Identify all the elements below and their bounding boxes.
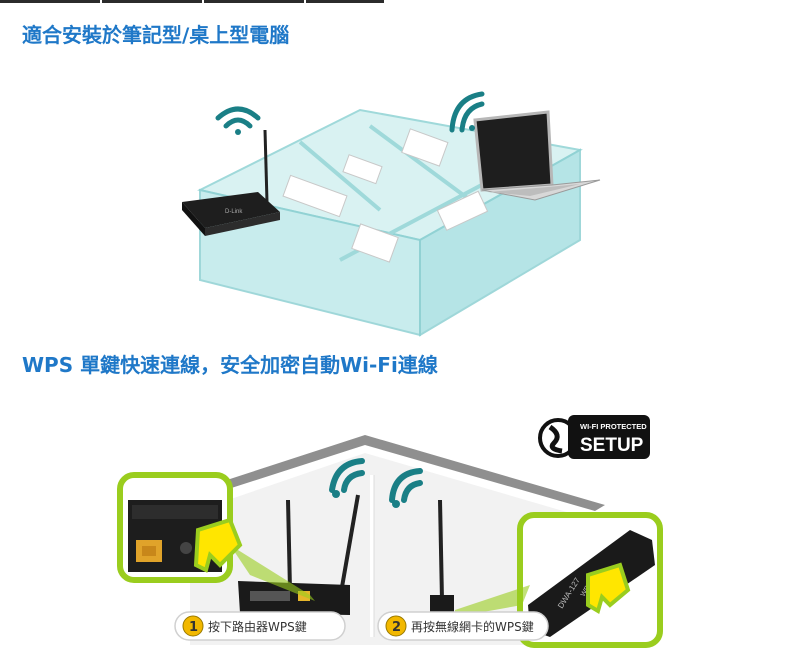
wps-setup-illustration: WI-FI PROTECTED SETUP DWA-127 WPS 1: [117, 415, 663, 648]
wifi-signal-icon: [329, 458, 365, 493]
press-arrow-icon: [193, 517, 243, 573]
house-network-illustration: D-Link: [182, 91, 601, 337]
step1-label: 1 按下路由器WPS鍵: [174, 611, 346, 641]
wifi-signal-icon: [449, 91, 485, 133]
top-tab-strip: [0, 0, 420, 4]
step1-number: 1: [189, 620, 198, 635]
wifi-signal-icon: [389, 468, 423, 503]
router-brand-label: D-Link: [225, 209, 243, 215]
step2-number: 2: [392, 620, 401, 635]
wps-logo-icon: WI-FI PROTECTED SETUP: [538, 415, 650, 459]
wifi-signal-icon: [215, 106, 261, 129]
press-arrow-icon: [586, 562, 631, 615]
heading-wps-setup: WPS 單鍵快速連線，安全加密自動Wi-Fi連線: [22, 353, 438, 377]
step1-text: 按下路由器WPS鍵: [208, 619, 307, 634]
step2-label: 2 再按無線網卡的WPS鍵: [377, 611, 549, 641]
heading-install-compatibility: 適合安裝於筆記型/桌上型電腦: [22, 23, 290, 47]
step2-text: 再按無線網卡的WPS鍵: [411, 619, 534, 634]
wps-logo-line1: WI-FI PROTECTED: [580, 422, 647, 431]
wps-logo-line2: SETUP: [580, 435, 644, 456]
